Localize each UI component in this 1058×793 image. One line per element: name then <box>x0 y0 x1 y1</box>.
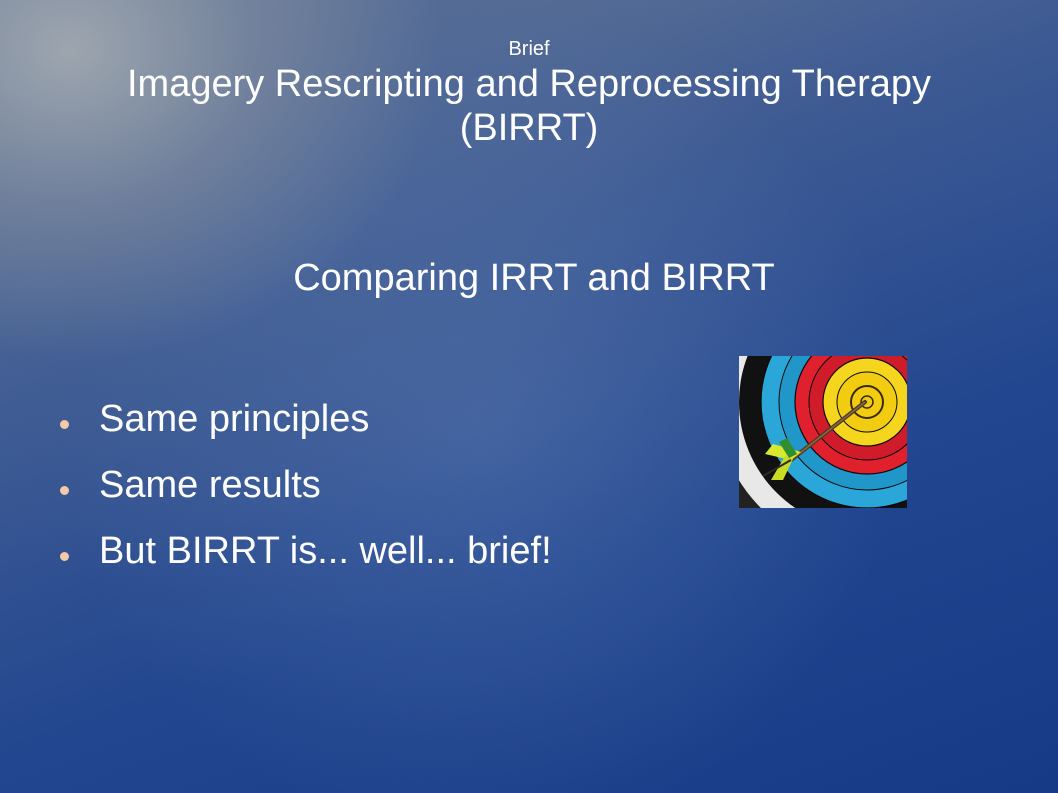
bullet-item: But BIRRT is... well... brief! <box>60 518 552 584</box>
bullet-dot-icon <box>60 419 69 429</box>
bullet-item: Same principles <box>60 386 552 452</box>
bullet-list: Same principles Same results But BIRRT i… <box>60 386 552 584</box>
title-line-main: Imagery Rescripting and Reprocessing The… <box>126 63 932 105</box>
archery-target-with-arrow-icon <box>739 356 907 508</box>
bullet-dot-icon <box>60 485 69 495</box>
title-line-acronym: (BIRRT) <box>459 107 599 149</box>
bullet-text: But BIRRT is... well... brief! <box>99 530 552 572</box>
bullet-text: Same principles <box>99 398 370 440</box>
bullet-text: Same results <box>99 464 321 506</box>
slide-subtitle: Comparing IRRT and BIRRT <box>293 257 775 299</box>
title-line-brief: Brief <box>508 38 550 60</box>
bullet-dot-icon <box>60 551 69 561</box>
slide-title: Brief Imagery Rescripting and Reprocessi… <box>0 36 1058 150</box>
bullet-item: Same results <box>60 452 552 518</box>
